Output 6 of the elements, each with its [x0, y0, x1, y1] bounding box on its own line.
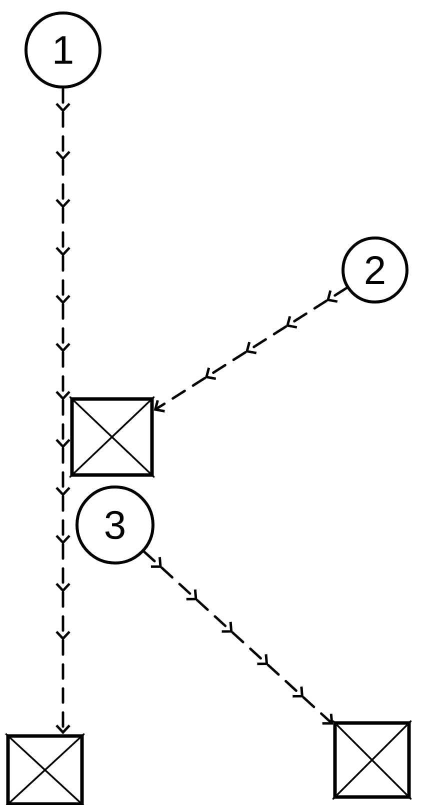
crossed-box: [332, 720, 412, 800]
crossed-box: [5, 733, 85, 805]
arrow-chain: [56, 87, 70, 734]
arrow-chain: [142, 550, 334, 725]
arrow-chain: [154, 286, 348, 412]
crossed-box: [69, 396, 155, 478]
